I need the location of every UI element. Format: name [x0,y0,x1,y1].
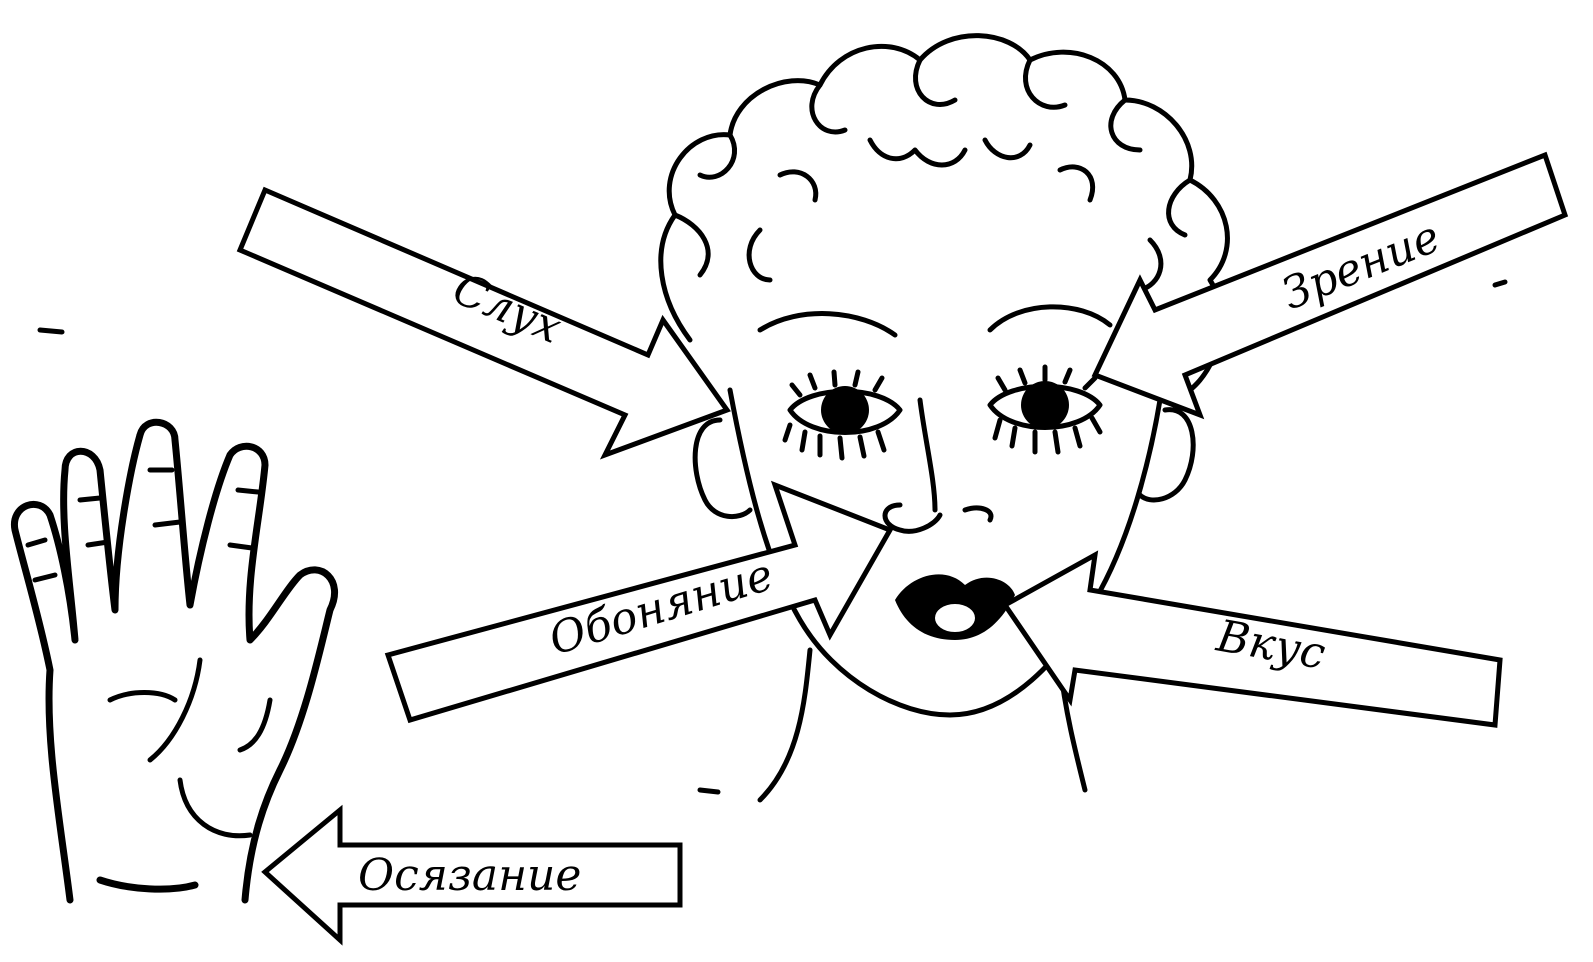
touch-arrow: Осязание [265,810,680,940]
right-eye [990,367,1100,452]
right-eyebrow [990,307,1110,330]
nose [885,400,991,531]
hearing-arrow: Слух [240,190,727,455]
left-eyebrow [760,314,895,335]
neck [760,650,1085,800]
mouth [895,574,1015,640]
face-drawing [661,36,1228,800]
smell-arrow: Обоняние [388,485,890,720]
left-eye [785,372,900,458]
hand-outline [14,422,334,900]
left-ear [695,420,750,517]
taste-arrow: Вкус [1005,555,1500,725]
touch-label: Осязание [358,850,581,901]
hand-drawing [14,422,334,900]
